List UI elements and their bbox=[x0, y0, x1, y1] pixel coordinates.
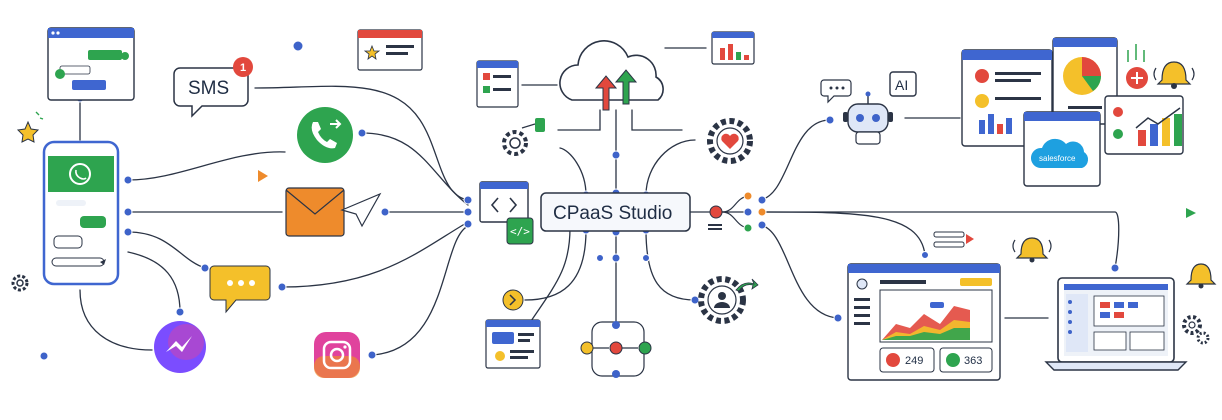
sms-label: SMS bbox=[188, 78, 229, 99]
svg-text:</>: </> bbox=[510, 225, 530, 238]
gear-icon-right bbox=[1182, 315, 1210, 345]
salesforce-icon: salesforce bbox=[1023, 111, 1101, 187]
connector-hub-alert bbox=[759, 211, 926, 256]
code-icon bbox=[490, 197, 518, 213]
stat-left-value: 249 bbox=[905, 355, 923, 367]
connector-studio-cloud-right bbox=[645, 139, 696, 196]
favorites-window bbox=[357, 29, 423, 71]
email-icon bbox=[285, 187, 382, 237]
connector-hub-robot bbox=[759, 119, 831, 201]
download-arrow-icon bbox=[614, 69, 638, 105]
analytics-dashboard-window: 249 363 bbox=[847, 263, 1001, 381]
laptop-icon bbox=[1044, 277, 1188, 371]
play-arrow-icon bbox=[258, 170, 268, 182]
checklist-window bbox=[476, 60, 519, 108]
paper-plane-icon bbox=[340, 192, 382, 228]
hub-node bbox=[708, 205, 723, 230]
upload-arrow-icon bbox=[594, 75, 618, 111]
crm-dashboard-stack: salesforce bbox=[961, 37, 1184, 187]
alert-list-icon bbox=[933, 231, 974, 248]
bar-chart-window bbox=[711, 31, 755, 65]
robot-icon: AI bbox=[820, 71, 917, 145]
notification-badge bbox=[233, 57, 253, 77]
workflow-flowchart bbox=[580, 321, 652, 378]
bell-icon-middle bbox=[1012, 237, 1052, 263]
cpaas-studio-label: CPaaS Studio bbox=[553, 203, 672, 224]
sms-icon: SMS 1 bbox=[173, 57, 253, 118]
bell-icon-right bbox=[1185, 263, 1217, 289]
messenger-icon bbox=[154, 321, 206, 373]
chat-icon bbox=[209, 265, 271, 314]
connector-cloud-down-right bbox=[631, 109, 683, 131]
connector-phone-to-callicon bbox=[127, 151, 286, 181]
chat-window-top bbox=[47, 27, 135, 101]
connector-chat bbox=[281, 221, 469, 288]
whatsapp-icon bbox=[69, 163, 91, 185]
next-step-icon bbox=[502, 289, 524, 311]
integration-gear-icon bbox=[502, 118, 545, 156]
connector-hub-mid bbox=[759, 211, 1120, 269]
bell-icon bbox=[1153, 61, 1195, 89]
smartphone bbox=[42, 140, 120, 286]
notification-badge-count: 1 bbox=[240, 62, 246, 74]
connector-hub-dashboard bbox=[759, 224, 839, 319]
cpaas-studio-node: CPaaS Studio bbox=[540, 192, 691, 232]
connector-cloud-down-left bbox=[557, 109, 601, 131]
connector-sms bbox=[254, 85, 469, 201]
hub-node-dots bbox=[743, 191, 767, 233]
stat-right-value: 363 bbox=[964, 355, 982, 367]
connector-studio-down-far-left bbox=[524, 227, 571, 331]
code-editor-window: </> bbox=[479, 181, 534, 245]
connector-studio-down-right bbox=[645, 229, 696, 301]
profile-window bbox=[485, 319, 541, 369]
connector-phone bbox=[361, 132, 469, 206]
connector-phone-to-chat bbox=[127, 231, 206, 269]
connector-phone-to-messenger bbox=[127, 251, 181, 313]
gear-icon bbox=[11, 274, 29, 292]
instagram-icon bbox=[314, 332, 360, 378]
crm-label: salesforce bbox=[1039, 154, 1076, 163]
star-icon bbox=[16, 111, 44, 143]
add-alert-icon bbox=[1126, 44, 1148, 89]
connector-instagram bbox=[371, 225, 469, 356]
play-arrow-icon-right bbox=[1186, 208, 1196, 218]
user-gear-icon bbox=[698, 276, 759, 324]
heart-gear-icon bbox=[707, 118, 753, 164]
cloud-icon bbox=[559, 40, 664, 111]
connector-studio-down-left bbox=[524, 229, 587, 301]
phone-icon bbox=[297, 107, 353, 163]
connector-studio-cloud-left bbox=[559, 147, 587, 196]
connector-phone-to-messenger-bottom bbox=[79, 289, 153, 351]
ai-label: AI bbox=[895, 77, 908, 93]
